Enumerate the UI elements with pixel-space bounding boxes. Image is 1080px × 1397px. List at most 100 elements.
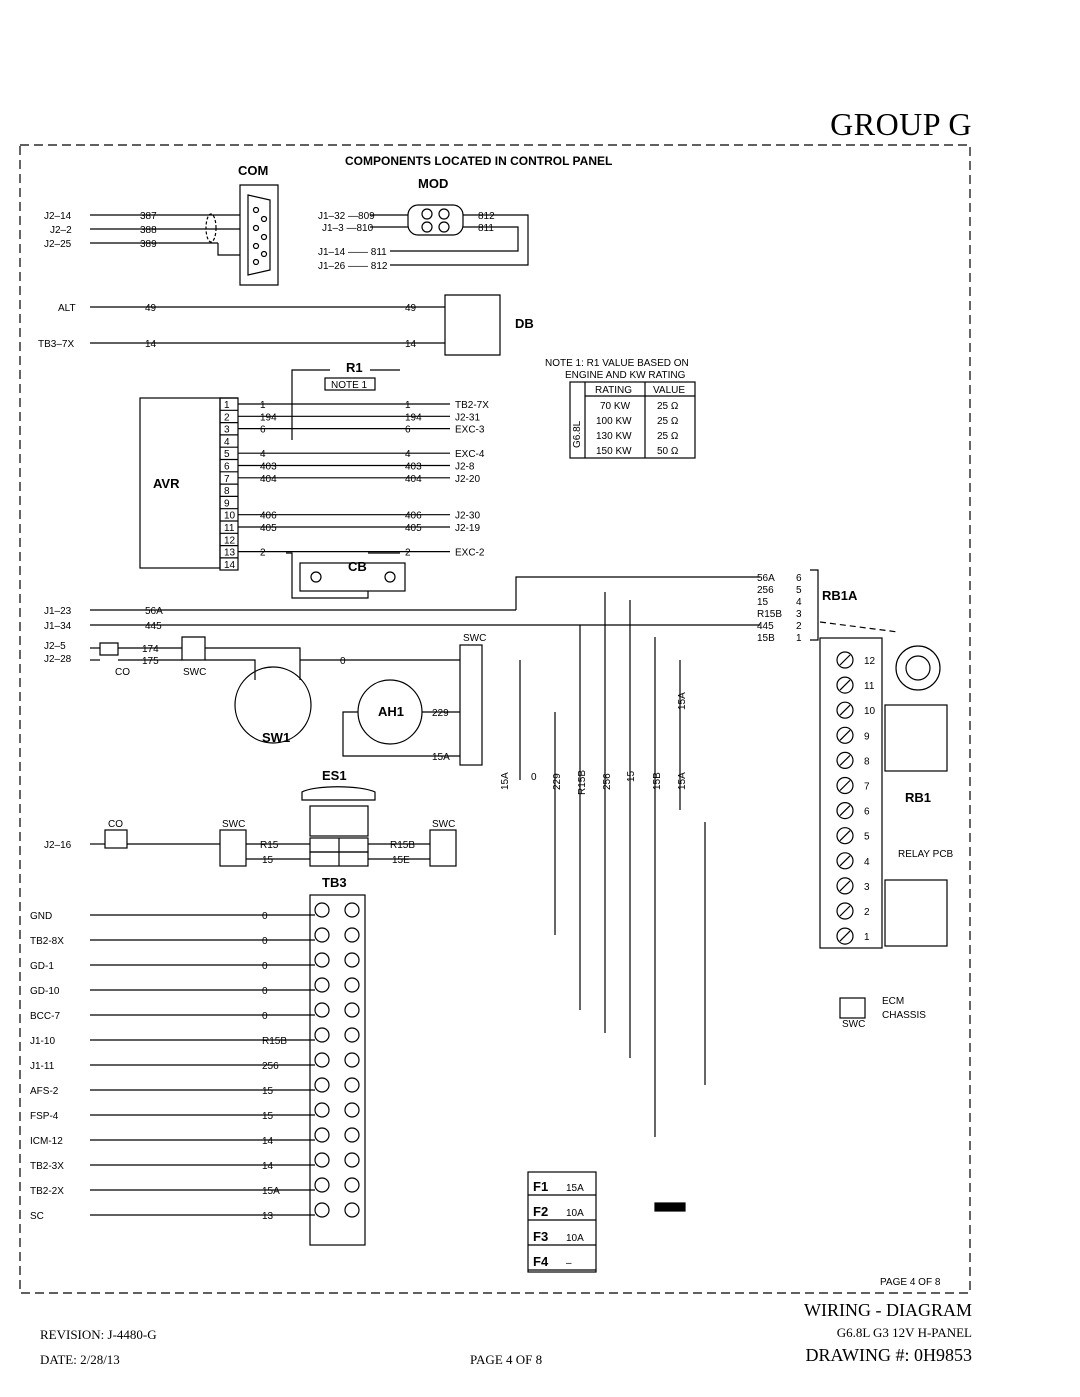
tb3-label: TB3 — [322, 875, 347, 890]
bus-wires: 15A 0 229 R15B 256 15 15B 15A 15A — [500, 592, 706, 1137]
mod-label: MOD — [418, 176, 448, 191]
svg-text:174: 174 — [142, 644, 159, 655]
tb3-screw-icon — [314, 1077, 330, 1093]
rb1-screw-slot — [839, 654, 851, 666]
tb3-screw-icon — [344, 952, 360, 968]
avr-wire-number: 406 — [260, 511, 277, 522]
rb1a-wire-label: 445 — [757, 621, 774, 632]
fuse-name: F4 — [533, 1254, 549, 1269]
rb1a-label: RB1A — [822, 588, 858, 603]
tb3-source-label: J1-10 — [30, 1036, 55, 1047]
rb1-screw-icon — [836, 676, 854, 694]
svg-text:J1–23: J1–23 — [44, 606, 72, 617]
tb3-wire-number: 0 — [262, 936, 268, 947]
tb3-wire-number: 14 — [262, 1136, 274, 1147]
tb3-screw-icon — [344, 977, 360, 993]
fuse-rating: – — [566, 1258, 572, 1269]
rb1-screw-icon — [836, 927, 854, 945]
svg-text:229: 229 — [432, 708, 449, 719]
note-block: NOTE 1: R1 VALUE BASED ON ENGINE AND KW … — [545, 358, 696, 459]
tb3-screw-icon — [344, 902, 360, 918]
tb3-screw-icon — [344, 1177, 360, 1193]
rb1-terminal-number: 5 — [864, 832, 870, 843]
svg-text:J2–5: J2–5 — [44, 641, 66, 652]
avr-wire-number: 403 — [405, 462, 422, 473]
svg-text:SWC: SWC — [842, 1019, 865, 1030]
svg-text:R15B: R15B — [577, 770, 588, 795]
svg-text:15A: 15A — [677, 772, 688, 790]
svg-text:ECM: ECM — [882, 996, 904, 1007]
svg-text:15A: 15A — [432, 752, 450, 763]
rb1-screw-slot — [839, 830, 851, 842]
note-row-rating: 100 KW — [596, 416, 632, 427]
r1-resistor: R1 NOTE 1 — [291, 360, 400, 440]
sw1-label: SW1 — [262, 730, 290, 745]
avr-terminal-number: 1 — [224, 400, 230, 411]
svg-text:14: 14 — [145, 339, 157, 350]
group-title: GROUP G — [830, 106, 972, 142]
note-side-label: G6.8L — [572, 420, 583, 448]
note-line2: ENGINE AND KW RATING — [565, 370, 686, 381]
svg-text:J2–16: J2–16 — [44, 840, 72, 851]
tb3-screw-icon — [314, 1127, 330, 1143]
svg-text:SWC: SWC — [463, 633, 486, 644]
rb1-terminal-number: 9 — [864, 731, 870, 742]
avr-wire-destination: J2-31 — [455, 412, 480, 423]
tb3-screw-icon — [314, 902, 330, 918]
tb3-wire-number: R15B — [262, 1036, 287, 1047]
rb1a-pin-number: 3 — [796, 609, 802, 620]
svg-text:15B: 15B — [652, 772, 663, 790]
relay-pcb-label: RELAY PCB — [898, 849, 954, 860]
svg-text:812: 812 — [478, 211, 495, 222]
es1-estop: ES1 CO SWC SWC J2–16 R15 15 R15B 15E — [44, 768, 457, 867]
svg-text:SWC: SWC — [432, 819, 455, 830]
com-label: COM — [238, 163, 268, 178]
svg-text:811: 811 — [478, 223, 494, 234]
tb3-wire-number: 0 — [262, 1011, 268, 1022]
tb3-screw-icon — [314, 927, 330, 943]
cb-label: CB — [348, 559, 367, 574]
tb3-screw-icon — [344, 1152, 360, 1168]
svg-text:49: 49 — [145, 303, 157, 314]
svg-text:CO: CO — [115, 667, 130, 678]
svg-text:56A: 56A — [145, 606, 163, 617]
avr-terminal-number: 6 — [224, 462, 230, 473]
svg-text:CO: CO — [108, 819, 123, 830]
tb3-screw-icon — [314, 1102, 330, 1118]
panel-subtitle: G6.8L G3 12V H-PANEL — [836, 1325, 972, 1340]
svg-text:49: 49 — [405, 303, 417, 314]
es1-label: ES1 — [322, 768, 347, 783]
rb1-terminal-number: 11 — [864, 681, 875, 692]
tb3-screw-icon — [344, 1077, 360, 1093]
avr-terminal-number: 8 — [224, 486, 230, 497]
rb1-terminal-number: 1 — [864, 932, 870, 943]
rb1-screw-icon — [836, 877, 854, 895]
tb3-wire-number: 0 — [262, 911, 268, 922]
tb3-source-label: J1-11 — [30, 1061, 55, 1072]
tb3-screw-icon — [344, 927, 360, 943]
tb3-wire-number: 14 — [262, 1161, 274, 1172]
avr-wire-number: 6 — [405, 425, 411, 436]
rb1-screw-slot — [839, 729, 851, 741]
r1-label: R1 — [346, 360, 363, 375]
avr-terminal-number: 10 — [224, 511, 236, 522]
svg-text:J1–32 —809: J1–32 —809 — [318, 211, 375, 222]
avr-wire-destination: EXC-3 — [455, 425, 485, 436]
avr-terminal-number: 7 — [224, 474, 230, 485]
fuse-rating: 15A — [566, 1183, 584, 1194]
rb1-terminal-number: 8 — [864, 756, 870, 767]
avr-wire-number: 405 — [405, 523, 422, 534]
tb3-screw-icon — [314, 1177, 330, 1193]
rb1-screw-slot — [839, 679, 851, 691]
rb1a-pin-number: 6 — [796, 573, 802, 584]
sw1-switch: SW1 CO SWC J2–5 J2–28 174 175 0 — [44, 636, 460, 745]
avr-terminal-number: 2 — [224, 412, 230, 423]
tb3-screw-icon — [314, 1002, 330, 1018]
rb1a-pin-number: 5 — [796, 585, 802, 596]
avr-terminal-number: 9 — [224, 498, 230, 509]
rb1-label: RB1 — [905, 790, 931, 805]
tb3-screw-icon — [314, 952, 330, 968]
tb3-source-label: SC — [30, 1211, 44, 1222]
